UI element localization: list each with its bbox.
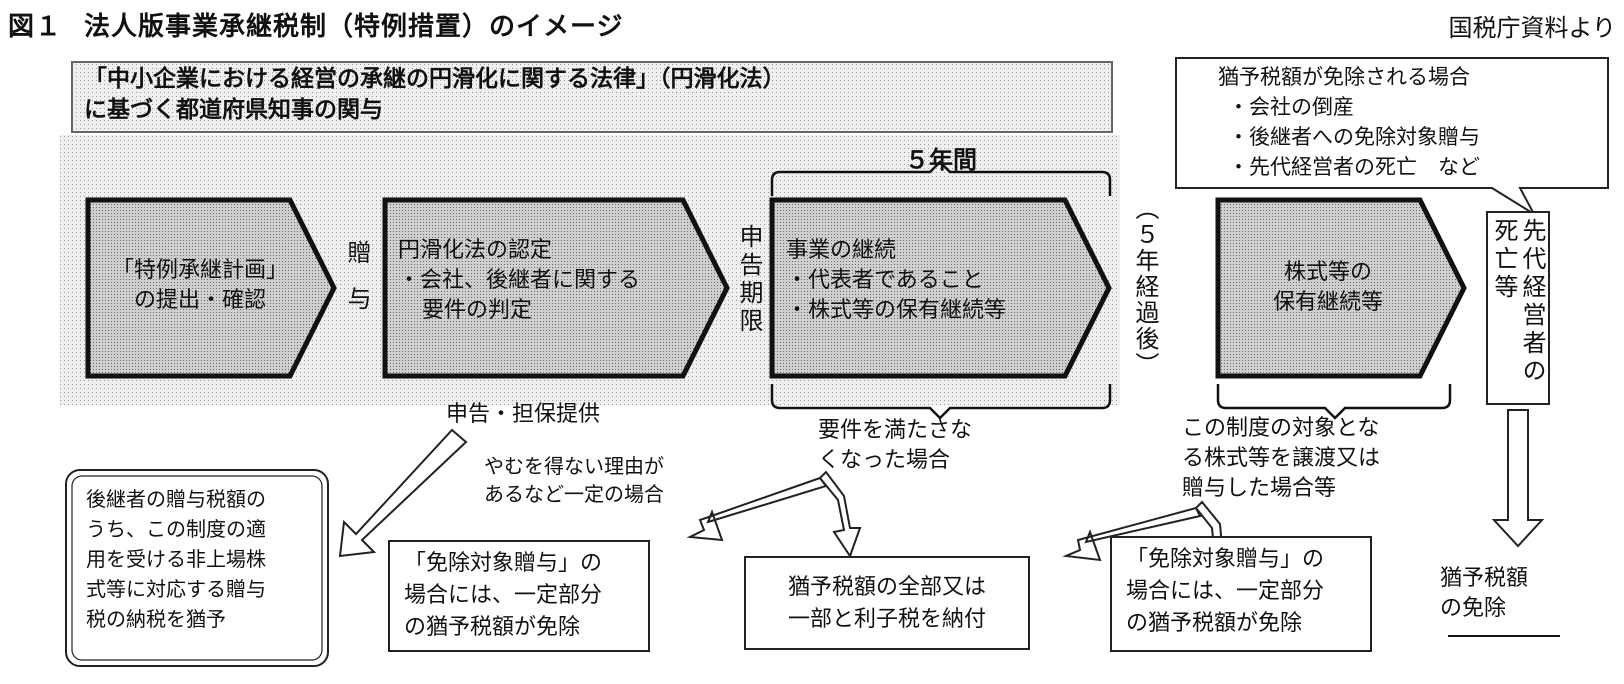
step-3-line-2: ・代表者であること xyxy=(786,268,984,293)
deferral-line-1: 後継者の贈与税額の xyxy=(86,487,266,511)
chevron-1 xyxy=(85,197,337,379)
exempt-gift-box-1: 「免除対象贈与」の 場合には、一定部分 の猶予税額が免除 xyxy=(388,540,650,652)
deferral-line-5: 税の納税を猶予 xyxy=(86,607,226,631)
deadline-label: 申告期限 xyxy=(735,224,763,336)
step-2-line-3: 要件の判定 xyxy=(422,298,533,323)
step-4-text: 株式等の 保有継続等 xyxy=(1228,258,1428,318)
step-3-line-3: ・株式等の保有継続等 xyxy=(786,298,1007,323)
after-five-years-label: （５年経過後） xyxy=(1131,196,1159,378)
exempt-gift-2-line-1: 「免除対象贈与」の xyxy=(1126,547,1325,572)
step-2-text: 円滑化法の認定 ・会社、後継者に関する 要件の判定 xyxy=(398,236,698,326)
exempt-line-2: の免除 xyxy=(1440,596,1507,621)
deferral-box xyxy=(65,469,329,667)
banner-background xyxy=(71,61,1113,133)
callout-box xyxy=(1175,57,1609,217)
down-arrow xyxy=(1491,409,1545,548)
exempt-gift-box-2: 「免除対象贈与」の 場合には、一定部分 の猶予税額が免除 xyxy=(1110,536,1372,652)
split-arrow-right-a xyxy=(1062,506,1202,562)
payment-line-1: 猶予税額の全部又は xyxy=(787,575,986,600)
five-years-label: ５年間 xyxy=(905,146,977,174)
exempt-line-1: 猶予税額 xyxy=(1440,566,1529,591)
callout-item: ・後継者への免除対象贈与 xyxy=(1228,125,1480,149)
exempt-gift-2-line-3: の猶予税額が免除 xyxy=(1126,611,1303,636)
exempt-note: 猶予税額 の免除 xyxy=(1440,564,1528,624)
death-label-box xyxy=(1486,211,1550,405)
payment-box: 猶予税額の全部又は 一部と利子税を納付 xyxy=(744,556,1030,650)
exempt-gift-1-line-3: の猶予税額が免除 xyxy=(404,615,581,640)
callout-item: ・会社の倒産 xyxy=(1228,95,1354,119)
step-1-line-1: 「特例承継計画」 xyxy=(111,258,288,283)
transfer-line-1: この制度の対象とな xyxy=(1182,416,1380,441)
payment-line-2: 一部と利子税を納付 xyxy=(787,607,986,632)
deferral-box-inner xyxy=(71,475,323,661)
banner-line-2: に基づく都道府県知事の関与 xyxy=(84,97,383,123)
step-1-line-2: の提出・確認 xyxy=(133,288,266,313)
figure-title-text: 法人版事業承継税制（特例措置）のイメージ xyxy=(84,12,624,42)
deferral-line-4: 式等に対応する贈与 xyxy=(86,577,266,601)
step-4-line-1: 株式等の xyxy=(1283,260,1372,285)
unavoidable-line-2: あるなど一定の場合 xyxy=(484,482,664,506)
unavoidable-line-1: やむを得ない理由が xyxy=(484,454,664,478)
deferral-box-text: 後継者の贈与税額の うち、この制度の適 用を受ける非上場株 式等に対応する贈与 … xyxy=(86,484,266,634)
deferral-line-3: 用を受ける非上場株 xyxy=(86,547,266,571)
gift-label: 贈与 xyxy=(343,240,371,332)
unmet-line-1: 要件を満たさな xyxy=(818,418,973,443)
unmet-line-2: くなった場合 xyxy=(818,448,951,473)
unmet-note: 要件を満たさな くなった場合 xyxy=(818,416,972,476)
death-label: 先代経営者の死亡等 xyxy=(1490,218,1546,386)
step-3-line-1: 事業の継続 xyxy=(786,238,897,263)
step-2-line-1: 円滑化法の認定 xyxy=(398,238,553,263)
callout-heading: 猶予税額が免除される場合 xyxy=(1218,65,1470,89)
filing-arrow xyxy=(338,428,468,558)
chevron-4 xyxy=(1215,197,1467,379)
step-1-text: 「特例承継計画」 の提出・確認 xyxy=(100,256,300,316)
transfer-note: この制度の対象とな る株式等を譲渡又は 贈与した場合等 xyxy=(1182,414,1380,504)
exempt-gift-1-line-2: 場合には、一定部分 xyxy=(404,583,603,608)
split-arrow-left-a xyxy=(686,476,828,542)
figure-number: 図１ xyxy=(8,12,63,42)
source-note: 国税庁資料より xyxy=(1448,14,1616,42)
step-3-text: 事業の継続 ・代表者であること ・株式等の保有継続等 xyxy=(786,236,1076,326)
unmet-brace xyxy=(770,384,1112,420)
exempt-gift-2-line-2: 場合には、一定部分 xyxy=(1126,579,1325,604)
unavoidable-note: やむを得ない理由が あるなど一定の場合 xyxy=(484,452,664,508)
banner-line-1: 「中小企業における経営の承継の円滑化に関する法律」（円滑化法） xyxy=(84,66,786,92)
deferral-line-2: うち、この制度の適 xyxy=(86,517,266,541)
banner-text: 「中小企業における経営の承継の円滑化に関する法律」（円滑化法） に基づく都道府県… xyxy=(84,64,786,126)
filing-note: 申告・担保提供 xyxy=(446,402,601,427)
transfer-line-2: る株式等を譲渡又は xyxy=(1182,446,1381,471)
five-years-bracket xyxy=(770,160,1112,196)
callout-item: ・先代経営者の死亡 など xyxy=(1228,155,1480,179)
chevron-3 xyxy=(769,197,1112,379)
split-arrow-left-b xyxy=(818,470,862,559)
figure-title: 図１ 法人版事業承継税制（特例措置）のイメージ xyxy=(8,6,624,43)
transfer-brace xyxy=(1216,384,1452,420)
transfer-line-3: 贈与した場合等 xyxy=(1182,476,1337,501)
callout-text: 猶予税額が免除される場合 ・会社の倒産 ・後継者への免除対象贈与 ・先代経営者の… xyxy=(1218,62,1480,182)
step-2-line-2: ・会社、後継者に関する xyxy=(398,268,641,293)
exempt-gift-1-line-1: 「免除対象贈与」の xyxy=(404,551,603,576)
chevron-2 xyxy=(382,197,730,379)
step-4-line-2: 保有継続等 xyxy=(1272,290,1383,315)
